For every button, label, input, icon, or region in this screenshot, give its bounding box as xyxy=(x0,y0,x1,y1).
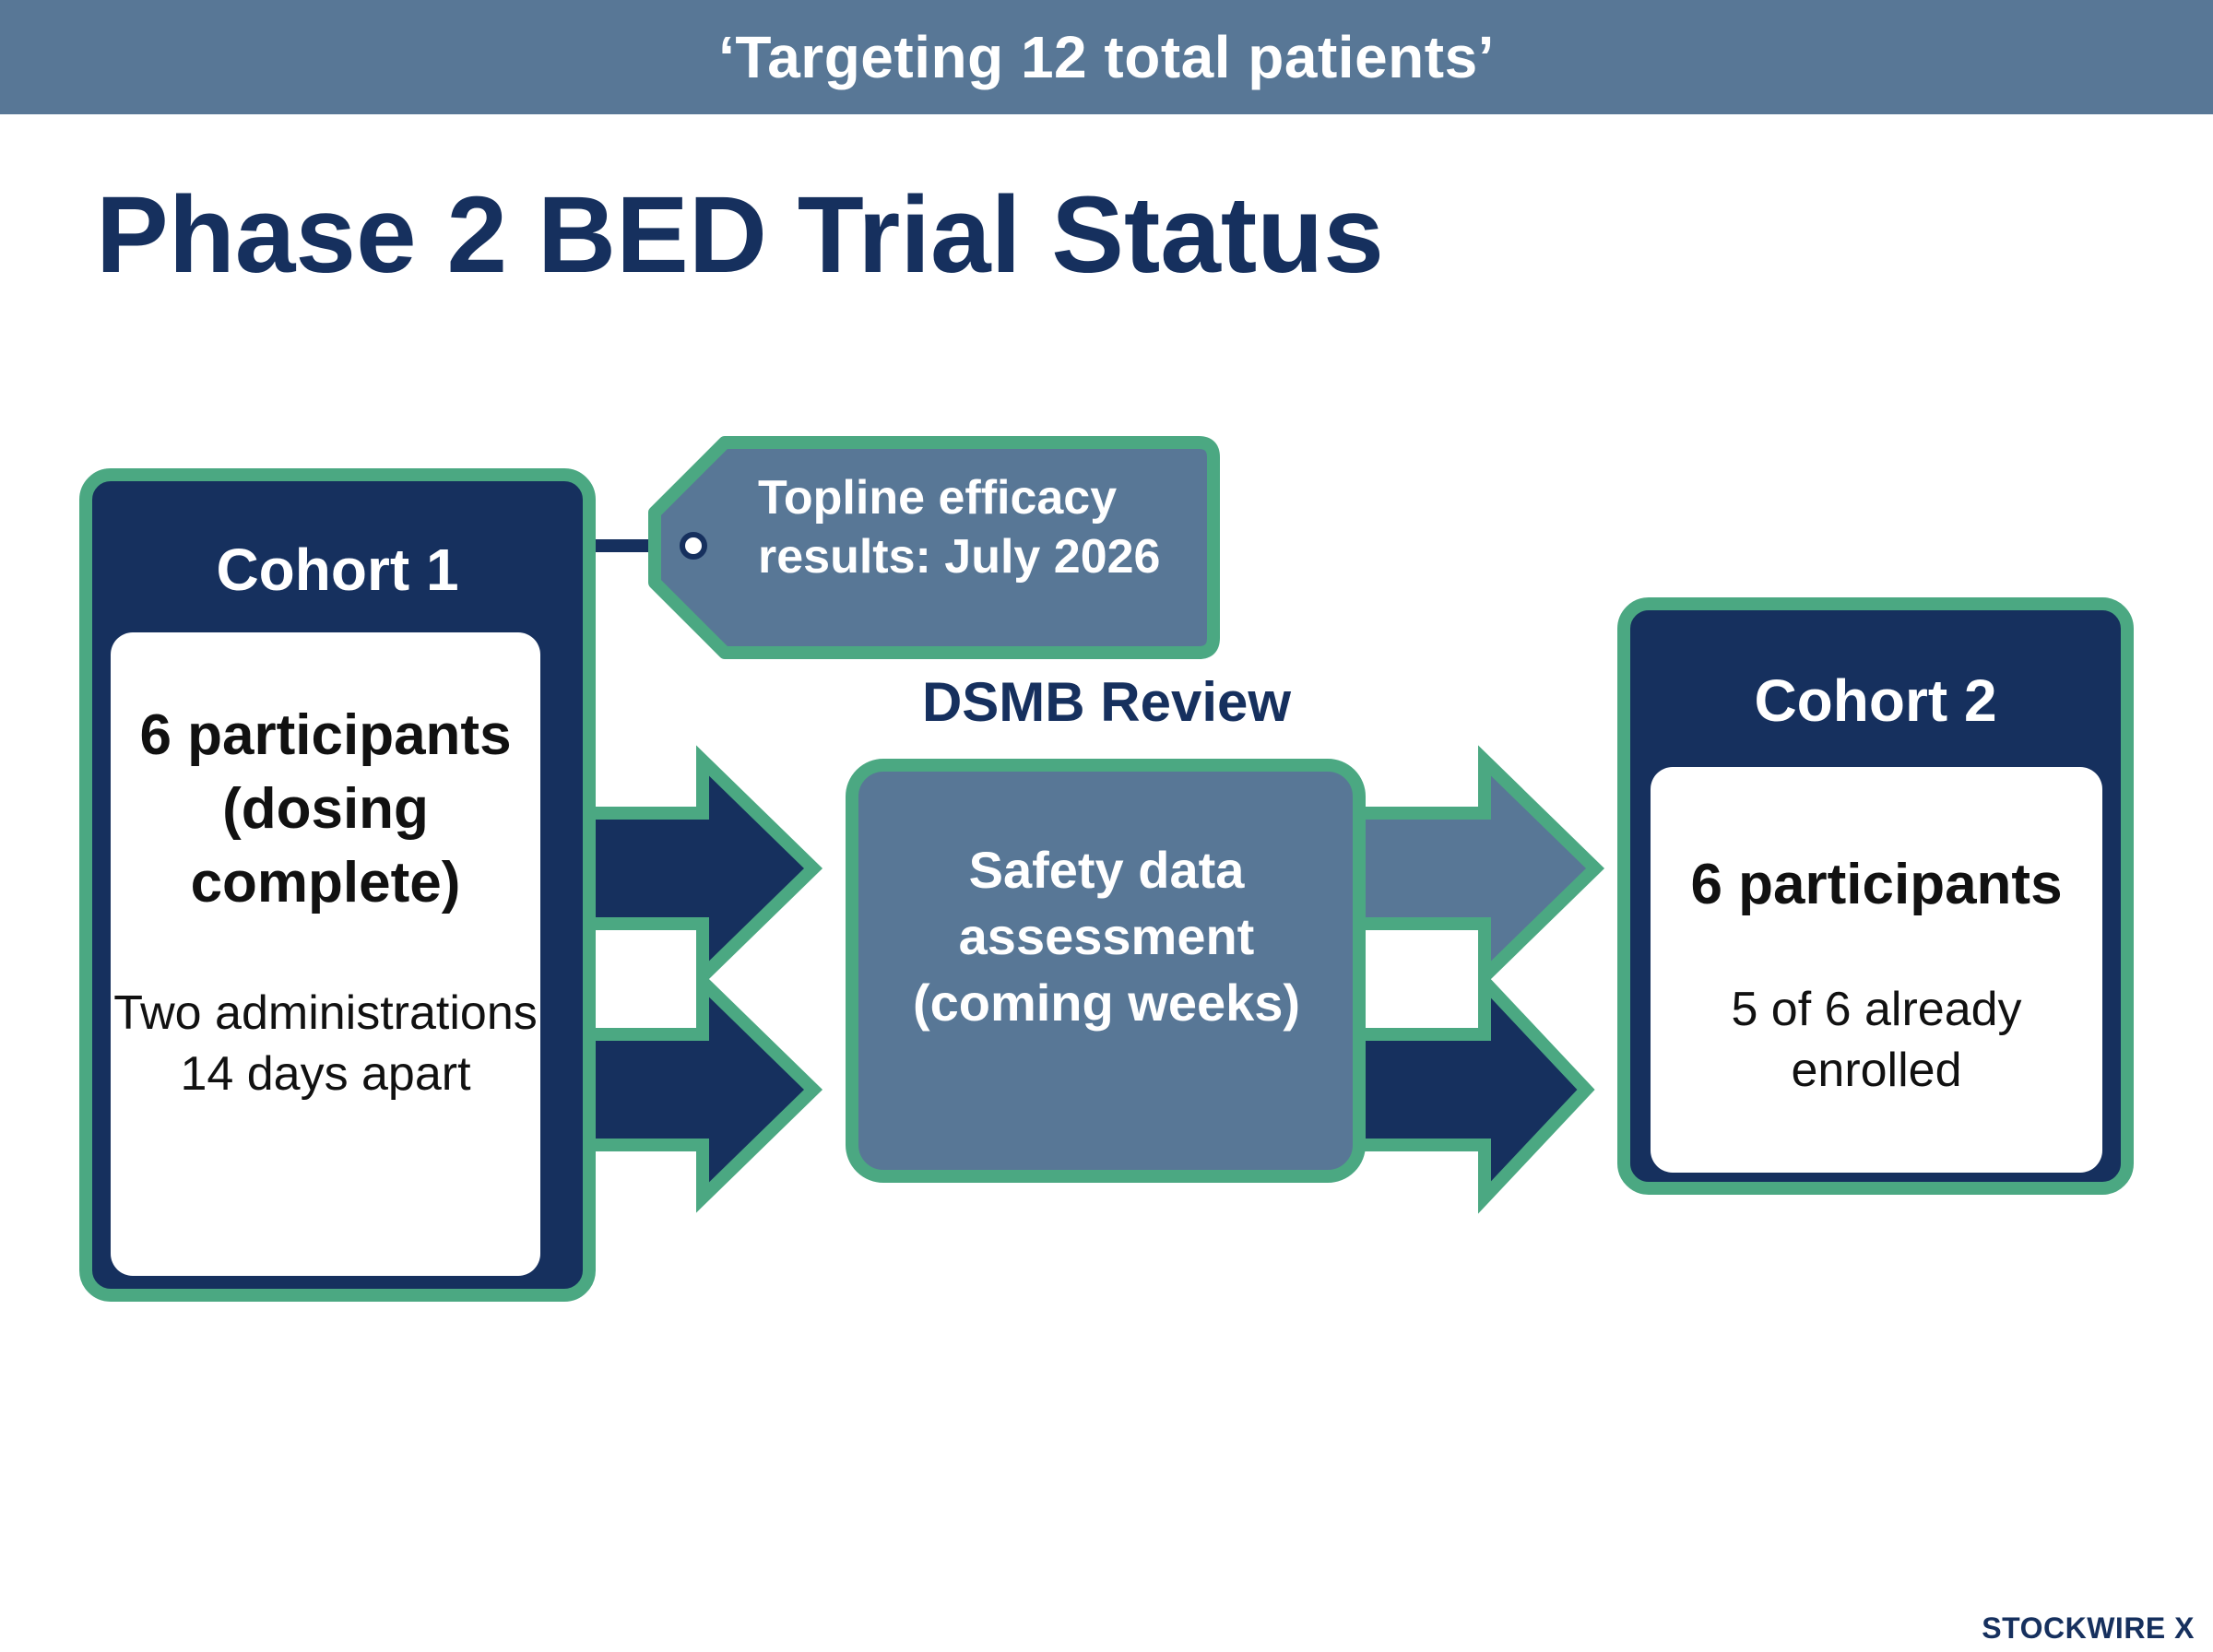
topline-tag-shape xyxy=(648,436,1220,659)
arrow-dsmb-cohort2-lower xyxy=(1349,965,1595,1214)
topline-tag-text: Topline efficacy results: July 2026 xyxy=(758,471,1161,584)
dsmb-label: DSMB Review xyxy=(921,671,1292,733)
cohort-2-card: 6 participants 5 of 6 already enrolled xyxy=(1651,767,2102,1173)
banner: ‘Targeting 12 total patients’ xyxy=(0,0,2213,114)
cohort-1-participants: 6 participants (dosing complete) xyxy=(139,703,512,914)
arrow-cohort1-dsmb-upper xyxy=(574,745,823,992)
cohort-2-participants: 6 participants xyxy=(1690,853,2063,916)
cohort-2-detail: 5 of 6 already enrolled xyxy=(1731,983,2022,1097)
tag-hole-icon xyxy=(680,532,707,560)
page-title: Phase 2 BED Trial Status xyxy=(96,174,1384,296)
cohort-2-title: Cohort 2 xyxy=(1754,667,1997,734)
banner-text: ‘Targeting 12 total patients’ xyxy=(718,24,1495,90)
cohort-1-panel: Cohort 1 6 participants (dosing complete… xyxy=(79,468,596,1302)
cohort-1-detail: Two administrations 14 days apart xyxy=(113,986,538,1101)
dsmb-body: Safety data assessment (coming weeks) xyxy=(912,841,1301,1032)
brand-logo: STOCKWIRE X xyxy=(1982,1611,2195,1645)
arrow-dsmb-cohort2-upper xyxy=(1349,745,1605,992)
cohort-2-panel: Cohort 2 6 participants 5 of 6 already e… xyxy=(1617,597,2134,1195)
dsmb-box xyxy=(846,759,1366,1183)
arrow-cohort1-dsmb-lower xyxy=(574,966,823,1213)
cohort-1-card: 6 participants (dosing complete) Two adm… xyxy=(111,632,540,1276)
cohort-1-title: Cohort 1 xyxy=(216,537,459,603)
